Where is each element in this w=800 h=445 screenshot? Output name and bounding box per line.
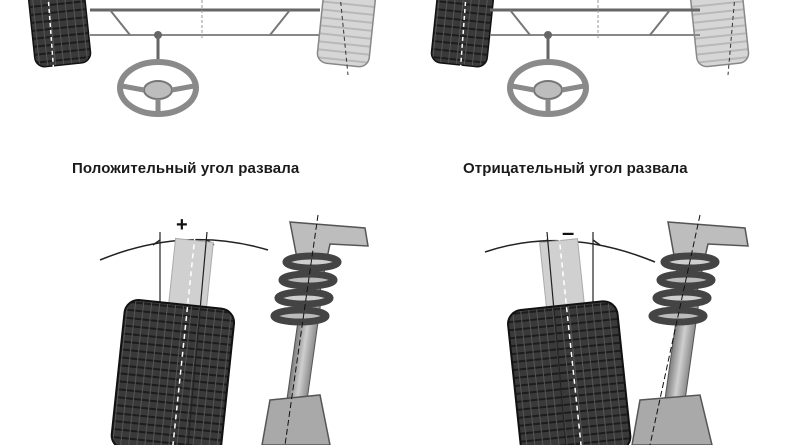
axle-top-right — [430, 0, 750, 117]
plus-sign: + — [176, 214, 188, 236]
camber-detail-positive — [99, 214, 369, 445]
minus-sign: – — [562, 220, 575, 245]
steering-wheel-icon — [507, 59, 589, 117]
camber-detail-negative — [484, 214, 749, 445]
axle-top-left — [27, 0, 377, 117]
steering-wheel-icon — [117, 59, 199, 117]
caption-negative-camber: Отрицательный угол развала — [463, 160, 688, 177]
caption-positive-camber: Положительный угол развала — [72, 160, 300, 177]
